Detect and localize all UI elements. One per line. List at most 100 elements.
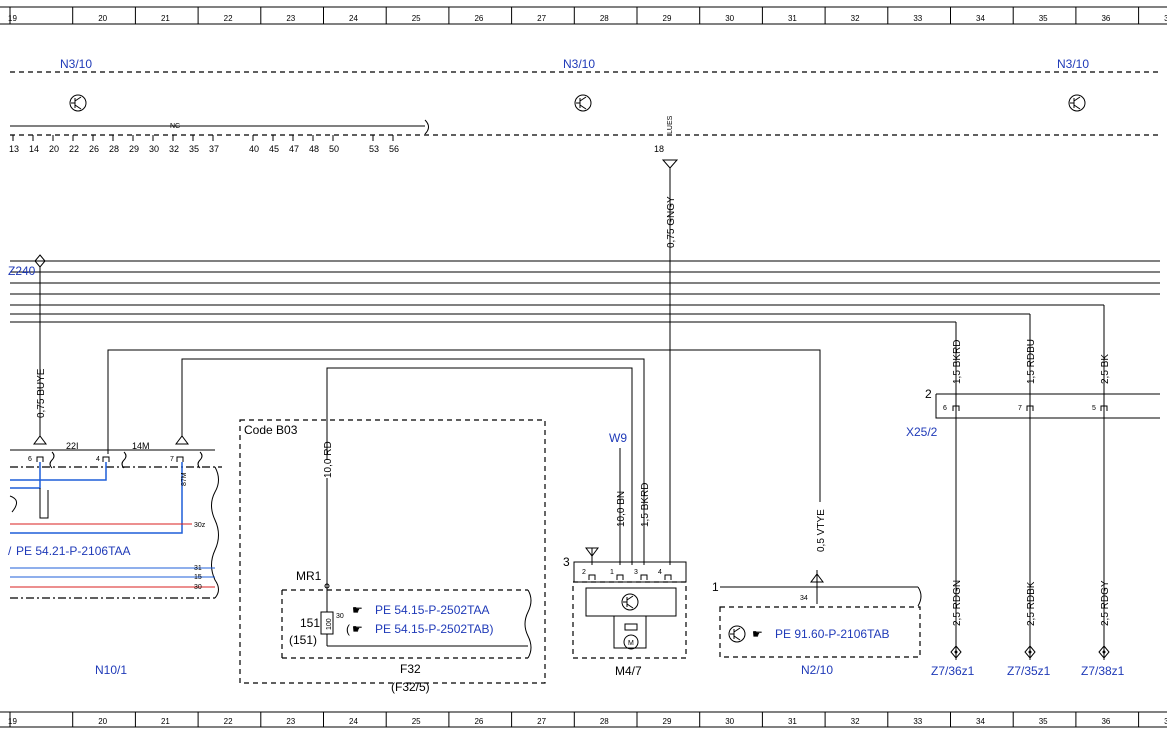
bus-pin-label: 29: [129, 144, 139, 154]
motor-brush: [624, 623, 638, 631]
x25-2-connector: [935, 393, 1160, 419]
ruler-label: 36: [1101, 717, 1110, 726]
fuse-151-paren: (151): [289, 633, 317, 647]
ground-label-36z1: Z7/36z1: [931, 664, 975, 678]
bus-pin-label: 22: [69, 144, 79, 154]
wire-label-rd: 10,0 RD: [323, 441, 334, 478]
pin-15: 15: [194, 574, 202, 581]
bus-pin-label: 30: [149, 144, 159, 154]
fan-pin-label: 4: [658, 569, 662, 576]
wire-label-rdgn: 2,5 RDGN: [952, 580, 963, 626]
x25-pin-mark: [1026, 405, 1034, 411]
bus-pin-label: 14: [29, 144, 39, 154]
break-mark: [524, 589, 532, 659]
power-bus-lines: [10, 260, 1160, 323]
ruler-label: 33: [913, 717, 922, 726]
ruler-label: 24: [349, 14, 358, 23]
connector-arrow: [810, 573, 824, 583]
hand-pointer-icon: ☛: [352, 603, 363, 617]
motor-label: M: [628, 640, 634, 647]
ground-diamond: [950, 645, 962, 659]
transistor-icon: [621, 593, 639, 611]
ruler-label: 19: [8, 717, 17, 726]
pin-31: 31: [194, 565, 202, 572]
pin-4: 4: [96, 456, 100, 463]
module-label-n3-10-c: N3/10: [1057, 57, 1089, 71]
transistor-icon: [574, 94, 592, 112]
fan-pin-label: 2: [582, 569, 586, 576]
ruler-label: 27: [537, 14, 546, 23]
motor-icon: [623, 634, 639, 650]
bus-pin-label: 37: [209, 144, 219, 154]
pin-6: 6: [28, 456, 32, 463]
fan-pin-label: 1: [610, 569, 614, 576]
lues-label: LUES: [667, 115, 674, 134]
connector-arrow: [585, 547, 599, 557]
pin-14m: 14M: [132, 441, 150, 451]
fan-pin-mark: [588, 574, 596, 580]
bus-pin-label: 32: [169, 144, 179, 154]
bus-pin-label: 50: [329, 144, 339, 154]
ruler-label: 25: [412, 717, 421, 726]
ruler-label: 36: [1101, 14, 1110, 23]
pin-3: 3: [563, 555, 570, 569]
ruler-label: 37: [1164, 717, 1167, 726]
bus-pin-label: 47: [289, 144, 299, 154]
ruler-top: 19202122232425262728293031323334353637: [0, 6, 1167, 25]
pin-2: 2: [925, 387, 932, 401]
module-label-f32-5: (F32/5): [391, 680, 430, 694]
fuse-paren-open: (: [346, 622, 350, 636]
ruler-label: 25: [412, 14, 421, 23]
pin-1: 1: [712, 580, 719, 594]
x25-pin-mark: [1100, 405, 1108, 411]
bus-pin-label: 53: [369, 144, 379, 154]
m4-7-box: [572, 581, 687, 659]
w9-label: W9: [609, 431, 627, 445]
ruler-label: 26: [474, 14, 483, 23]
ground-diamond: [1098, 645, 1110, 659]
ground-dot: [1028, 650, 1032, 654]
mr1-label: MR1: [296, 569, 322, 583]
ruler-label: 30: [725, 717, 734, 726]
module-label-n2-10: N2/10: [801, 663, 833, 677]
ref-link-f32-b[interactable]: PE 54.15-P-2502TAB): [375, 622, 494, 636]
ref-link-n10-1[interactable]: PE 54.21-P-2106TAA: [16, 544, 131, 558]
hand-pointer-icon: ☛: [352, 622, 363, 636]
bus-pin-label: 45: [269, 144, 279, 154]
hand-pointer-icon: ☛: [752, 627, 763, 641]
wire-label-bkrd-x25: 1,5 BKRD: [952, 340, 963, 384]
ref-link-n2-10[interactable]: PE 91.60-P-2106TAB: [775, 627, 890, 641]
n2-10-box: [719, 606, 921, 658]
transistor-icon: [728, 625, 746, 643]
x25-pin-7: 7: [1018, 405, 1022, 412]
module-label-f32: F32: [400, 662, 421, 676]
pin-30z: 30z: [194, 522, 206, 529]
ref-link-f32-a[interactable]: PE 54.15-P-2502TAA: [375, 603, 490, 617]
ruler-label: 31: [788, 14, 797, 23]
wire-label-bkrd: 1,5 BKRD: [640, 483, 651, 527]
wire-label-buye: 0,75 BUYE: [36, 368, 47, 418]
fuse-rating: 100: [326, 618, 333, 630]
ruler-label: 21: [161, 717, 170, 726]
ruler-label: 27: [537, 717, 546, 726]
ruler-label: 21: [161, 14, 170, 23]
bus-pin-label: 35: [189, 144, 199, 154]
ruler-label: 26: [474, 717, 483, 726]
connector-arrow: [661, 159, 679, 169]
bus-pin-label: 13: [9, 144, 19, 154]
pin-87m: 87M: [181, 472, 188, 486]
wire-label-vtye: 0,5 VTYE: [816, 509, 827, 552]
break-mark: [424, 119, 429, 135]
ground-label-38z1: Z7/38z1: [1081, 664, 1125, 678]
fuse-pin-30: 30: [336, 613, 344, 620]
ruler-label: 37: [1164, 14, 1167, 23]
ruler-label: 23: [286, 717, 295, 726]
pin-18: 18: [654, 144, 664, 154]
module-label-n10-1: N10/1: [95, 663, 127, 677]
transistor-icon: [69, 94, 87, 112]
ruler-label: 23: [286, 14, 295, 23]
wire-label-rdgy: 2,5 RDGY: [1100, 580, 1111, 626]
x25-pin-mark: [952, 405, 960, 411]
